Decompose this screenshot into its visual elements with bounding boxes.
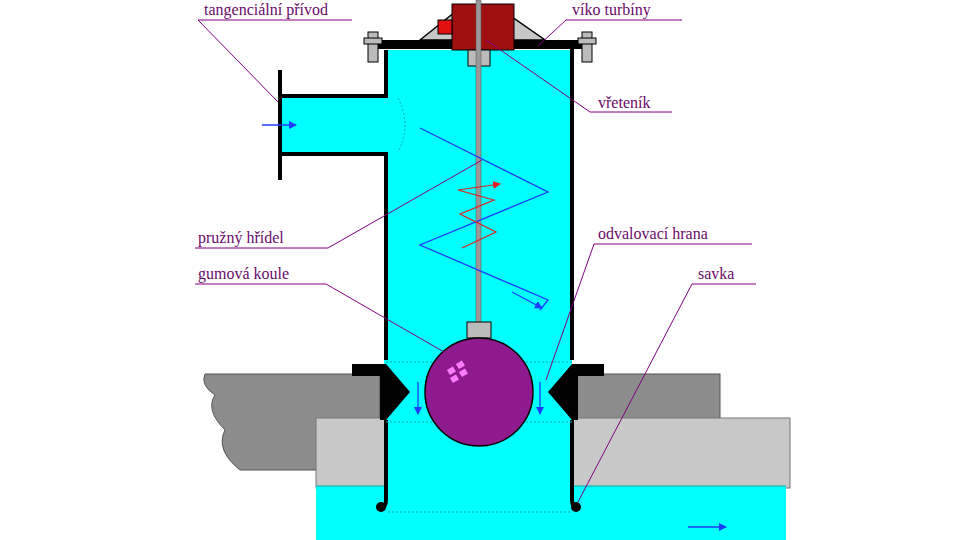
drawing-part xyxy=(459,368,468,377)
drawing-part xyxy=(546,244,752,380)
drawing-part xyxy=(450,374,459,383)
part-label: vřeteník xyxy=(598,94,650,112)
spindle-housing xyxy=(452,4,514,50)
tube-outlet xyxy=(388,512,570,513)
drawing-part xyxy=(571,502,581,512)
drawing-part xyxy=(380,420,386,508)
part-label: savka xyxy=(698,265,734,283)
drawing-part xyxy=(572,420,578,508)
inlet-water xyxy=(282,98,386,152)
drawing-part xyxy=(447,366,456,375)
drawing-part xyxy=(368,32,378,62)
flow-arrow xyxy=(688,526,726,528)
part-label: odvalovací hrana xyxy=(598,225,708,243)
part-label: pružný hřídel xyxy=(198,229,284,247)
part-label: tangenciální přívod xyxy=(204,1,328,19)
inlet-mouth xyxy=(398,98,405,152)
drawing-part xyxy=(364,38,382,44)
drawing-part xyxy=(376,502,386,512)
casing-wall xyxy=(570,46,574,360)
shaft-motion xyxy=(458,184,500,248)
drawing-part xyxy=(486,40,672,112)
shaft-coupling xyxy=(467,322,491,338)
rubber-ball xyxy=(425,338,533,446)
drawing-part xyxy=(198,20,352,102)
inlet-pipe xyxy=(280,50,386,360)
swirl-flow-arrow xyxy=(512,292,542,308)
ball-highlight xyxy=(447,360,468,383)
drawing-part xyxy=(538,20,682,46)
drawing-part xyxy=(195,284,444,352)
gap-flow xyxy=(417,382,418,414)
spindle-knob xyxy=(438,20,452,34)
leader-lines xyxy=(195,20,756,502)
rolling-edge-left xyxy=(352,364,410,420)
drawing-part xyxy=(578,38,596,44)
inlet-flow xyxy=(262,124,296,126)
drawing-part xyxy=(456,360,465,369)
drawing-part xyxy=(578,284,756,502)
drawing-part xyxy=(280,154,386,360)
drawing-part xyxy=(195,160,482,248)
gap-flow xyxy=(539,382,540,414)
ground-right xyxy=(575,374,720,419)
part-label: gumová koule xyxy=(198,265,289,283)
rolling-edge-right xyxy=(548,364,604,420)
drawing-part xyxy=(582,32,592,62)
swirl-flow xyxy=(420,128,548,310)
part-label: víko turbíny xyxy=(572,1,651,19)
